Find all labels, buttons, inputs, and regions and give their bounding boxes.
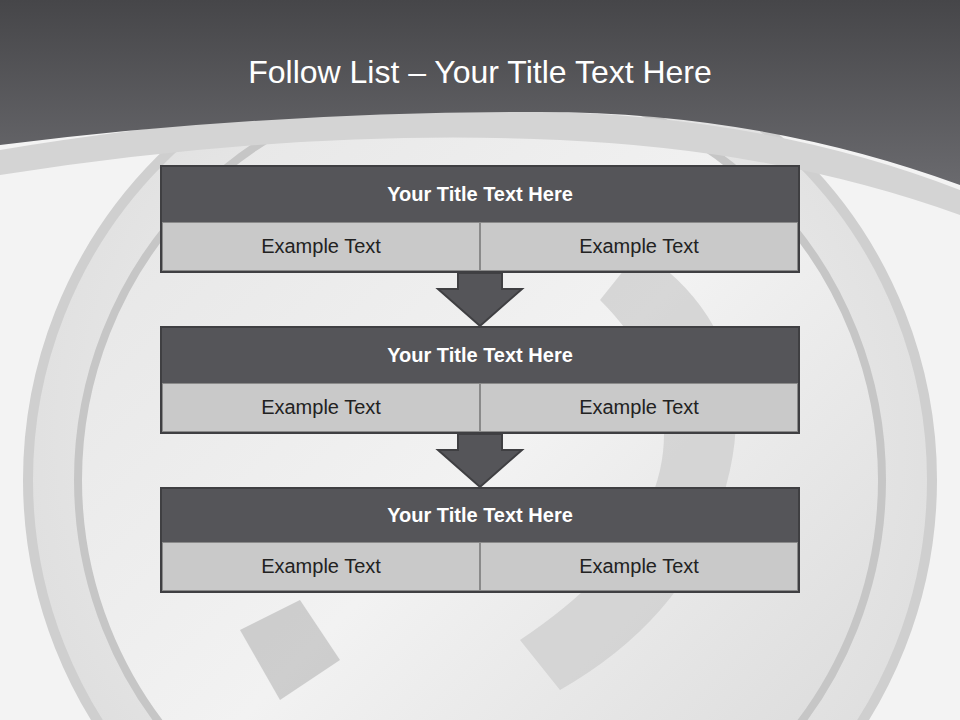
- cell-text: Example Text: [253, 235, 389, 258]
- flow-arrow: [438, 434, 522, 487]
- step-box: Your Title Text HereExample Text Example …: [160, 487, 800, 593]
- cell-text: Example Text: [571, 555, 707, 578]
- flow-arrow: [438, 273, 522, 326]
- cell-text: Example Text: [571, 396, 707, 419]
- step-heading: Your Title Text Here: [162, 328, 798, 383]
- cell-text: Example Text: [253, 555, 389, 578]
- step-box: Your Title Text HereExample Text Example …: [160, 165, 800, 273]
- cell-text: Example Text: [253, 396, 389, 419]
- step-heading: Your Title Text Here: [162, 489, 798, 542]
- example-cell: Example Text: [162, 542, 480, 591]
- slide-title: Follow List – Your Title Text Here: [0, 54, 960, 91]
- example-cell: Example Text: [162, 222, 480, 271]
- example-cell: Example Text: [162, 383, 480, 432]
- cell-text: Example Text: [571, 235, 707, 258]
- example-cell: Example Text: [480, 542, 798, 591]
- example-cell: Example Text: [480, 383, 798, 432]
- step-box: Your Title Text HereExample Text Example …: [160, 326, 800, 434]
- example-cell: Example Text: [480, 222, 798, 271]
- step-heading: Your Title Text Here: [162, 167, 798, 222]
